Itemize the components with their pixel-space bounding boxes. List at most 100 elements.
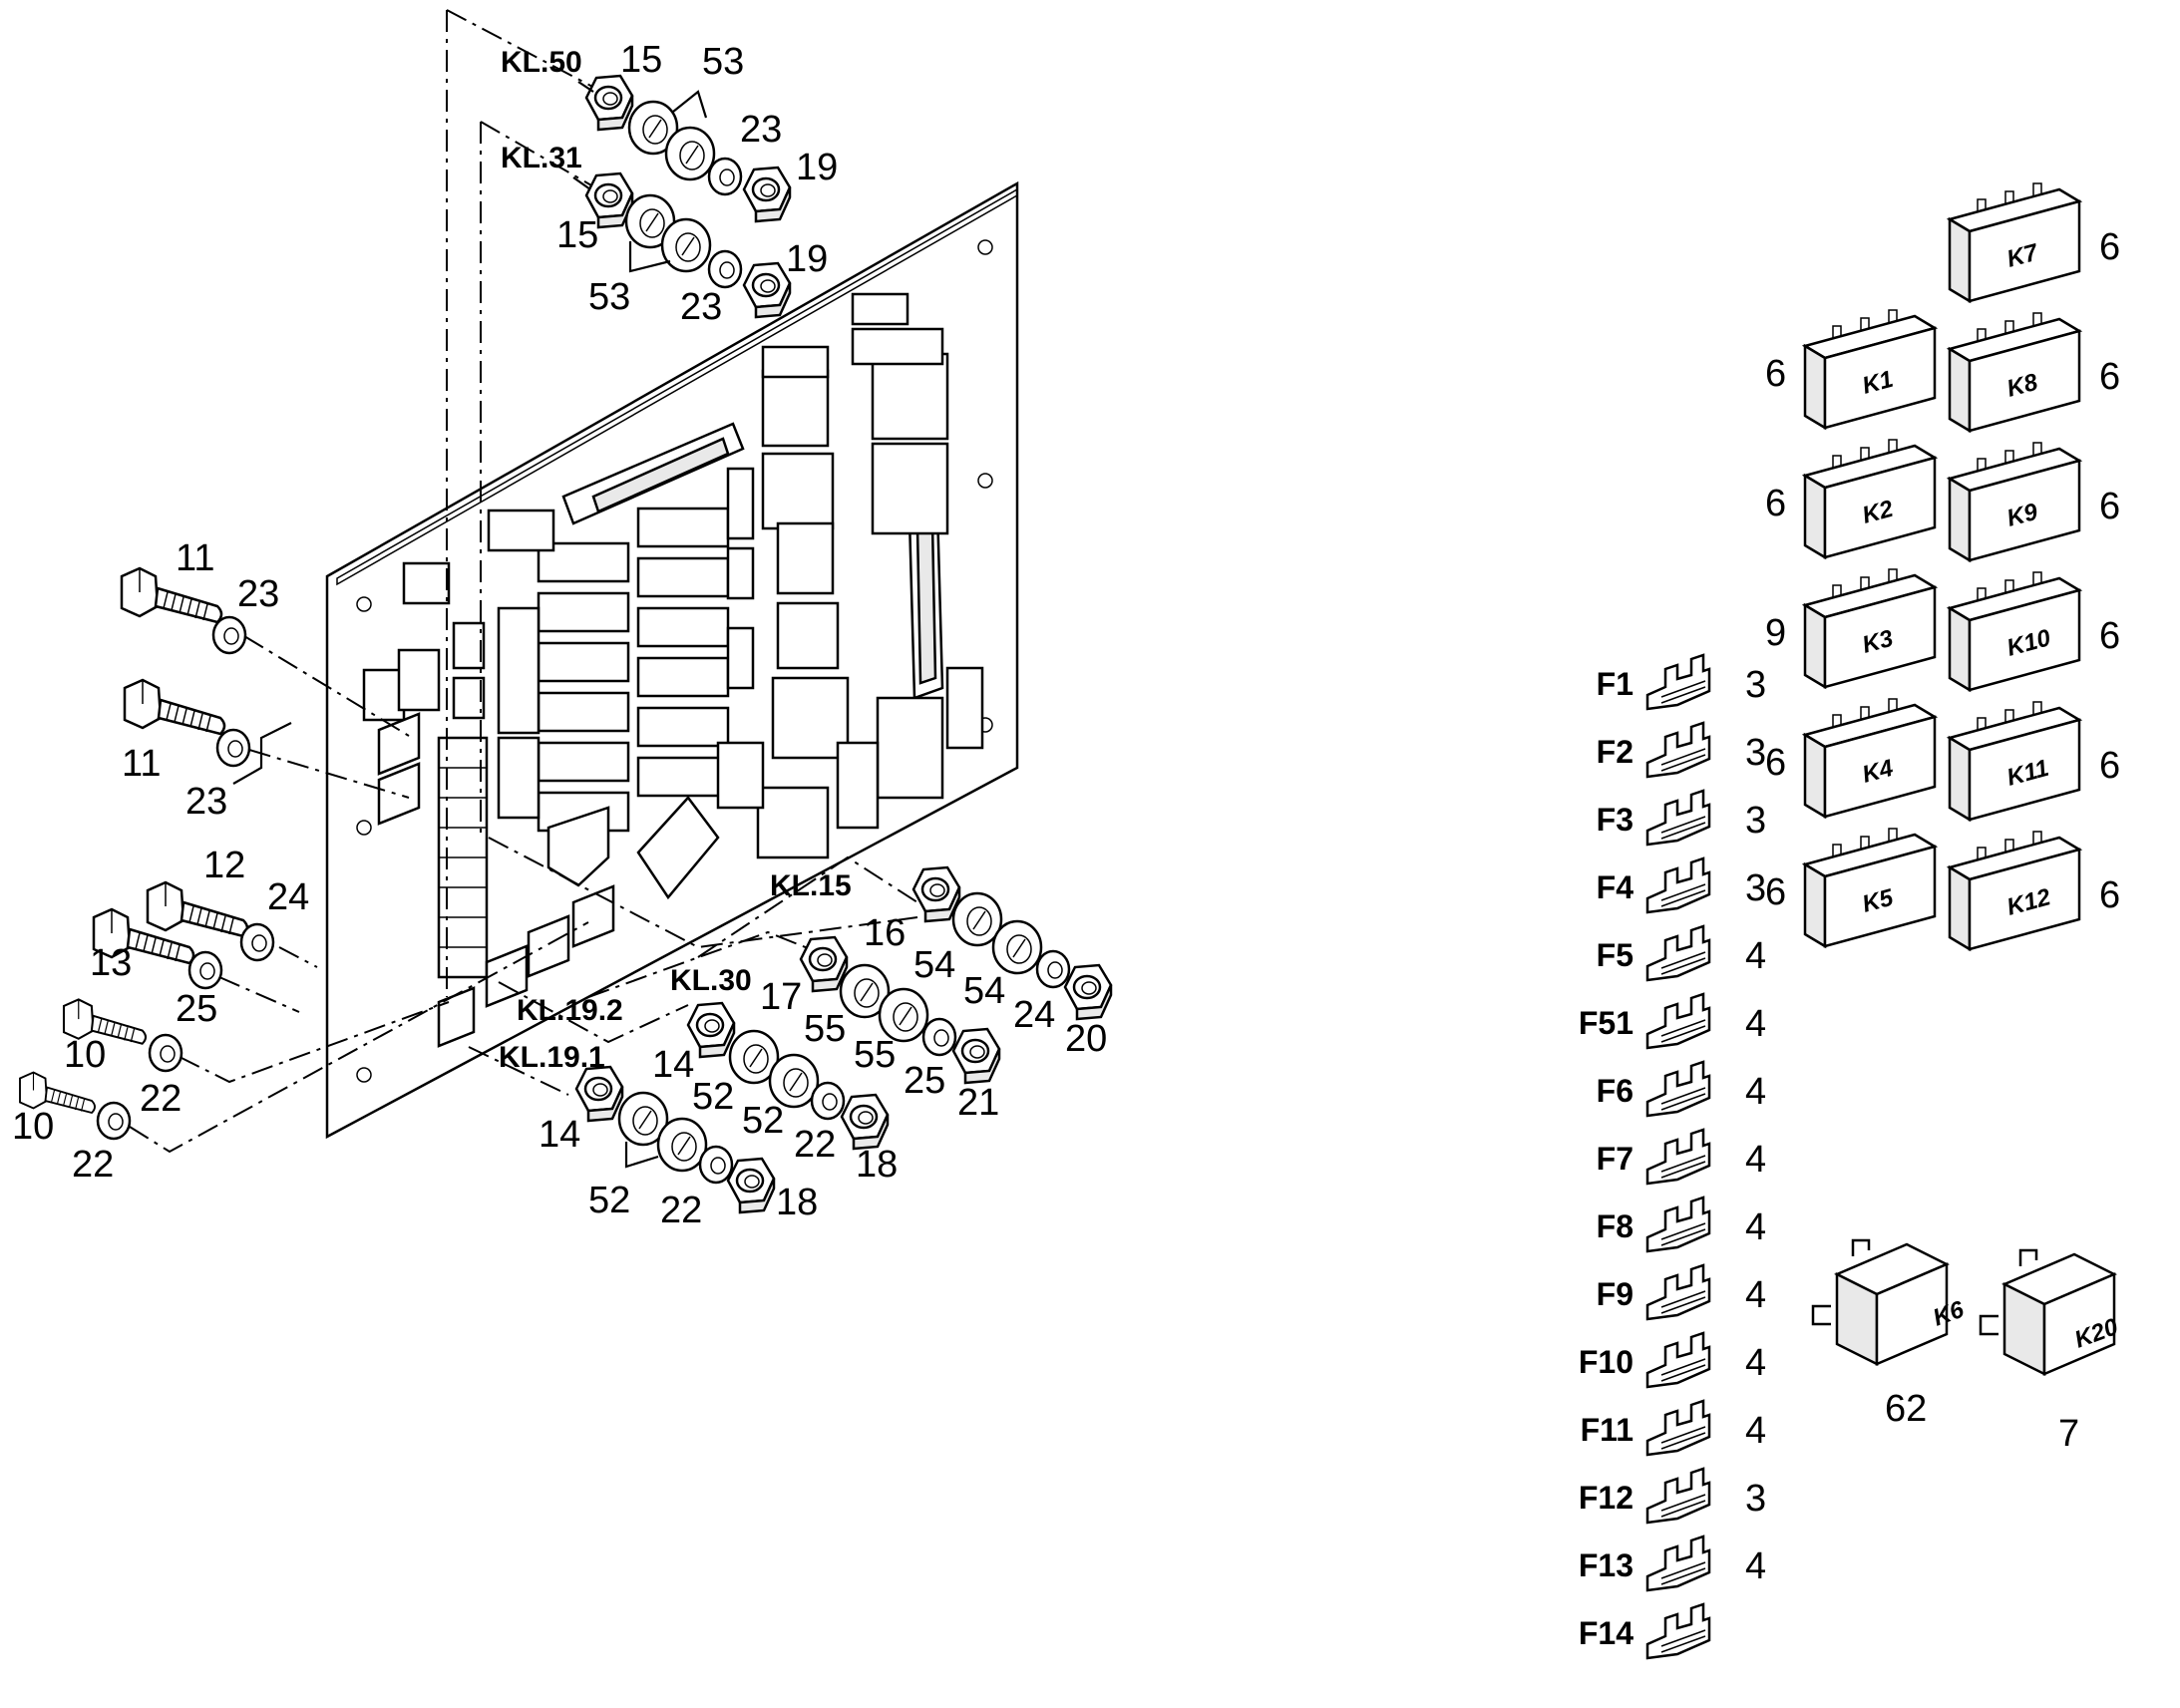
callout: 10: [12, 1106, 54, 1148]
callout: 54: [963, 970, 1005, 1012]
kl15-end-nut: [1063, 963, 1113, 1021]
fuse-qty: 4: [1745, 1003, 1766, 1045]
kl192-lock-washer: [810, 1081, 846, 1121]
kl31-insulating-washer: [660, 217, 712, 273]
fuse-label: F10: [1579, 1344, 1634, 1380]
fuse-label: F13: [1579, 1547, 1634, 1583]
relay-qty: 6: [2099, 486, 2120, 527]
relay-icon: [1948, 181, 2081, 303]
callout: 55: [804, 1008, 846, 1050]
blade-fuse-icon: [1645, 1128, 1711, 1186]
relay-item: K16: [1765, 308, 1937, 430]
blade-fuse-icon: [1645, 1196, 1711, 1253]
callout: 23: [680, 286, 722, 328]
relay-qty: 6: [1765, 742, 1786, 784]
assembly-leader-lines: [129, 9, 918, 1154]
callout: 14: [539, 1114, 580, 1156]
callout: 53: [702, 41, 744, 83]
fuse-qty: 4: [1745, 1545, 1766, 1587]
washer-25: [187, 950, 223, 990]
relay-icon: [1803, 827, 1937, 948]
callout: 23: [237, 573, 279, 615]
relay-item: K39: [1765, 567, 1937, 689]
kl191-end-nut: [726, 1157, 776, 1214]
fuse-item: F9 4: [1597, 1263, 1766, 1321]
blade-fuse-icon: [1645, 1602, 1711, 1660]
callout: 52: [742, 1100, 784, 1142]
label-kl50: KL.50: [501, 46, 582, 79]
blade-fuse-icon: [1645, 924, 1711, 982]
kl30-lock-washer: [921, 1017, 957, 1057]
fuse-label: F8: [1597, 1208, 1634, 1244]
power-relay-k20: K20 7: [1979, 1248, 2122, 1455]
kl15-insulating-washer: [991, 919, 1043, 975]
power-relay-qty: 62: [1885, 1388, 1927, 1430]
blade-fuse-icon: [1645, 992, 1711, 1050]
label-kl192: KL.19.2: [517, 994, 623, 1027]
fuse-qty: 3: [1745, 664, 1766, 706]
callout: 13: [90, 942, 132, 984]
fuse-qty: 4: [1745, 1274, 1766, 1316]
washer-23-lower: [215, 728, 251, 768]
relay-qty: 6: [2099, 874, 2120, 916]
callout: 24: [267, 876, 309, 918]
callout: 23: [740, 109, 782, 151]
circuit-board: [325, 180, 1019, 1140]
callout: 55: [854, 1034, 896, 1076]
blade-fuse-icon: [1645, 1060, 1711, 1118]
callout: 16: [864, 912, 906, 954]
relay-icon: [1803, 567, 1937, 689]
callout: 25: [176, 988, 217, 1030]
callout: 54: [913, 944, 955, 986]
blade-fuse-icon: [1645, 1535, 1711, 1592]
callout: 15: [620, 39, 662, 81]
kl50-end-nut: [742, 166, 792, 223]
callout: 10: [64, 1034, 106, 1076]
fuse-qty: 4: [1745, 935, 1766, 977]
relay-qty: 6: [1765, 353, 1786, 395]
callout: 21: [957, 1082, 999, 1124]
dsub-connector-top: [561, 422, 745, 525]
callout: 22: [660, 1190, 702, 1231]
fuse-qty: 4: [1745, 1410, 1766, 1452]
callout: 22: [794, 1124, 836, 1166]
callout: 52: [588, 1180, 630, 1221]
label-kl15: KL.15: [770, 869, 852, 902]
fuse-label: F5: [1597, 937, 1634, 973]
bolt-11-lower: [123, 678, 226, 736]
relay-icon: [1948, 441, 2081, 562]
callout: 23: [185, 781, 227, 823]
relay-qty: 6: [1765, 483, 1786, 524]
power-relay-qty: 7: [2058, 1413, 2079, 1455]
fuse-label: F12: [1579, 1480, 1634, 1516]
label-kl191: KL.19.1: [499, 1041, 605, 1074]
bolt-12: [146, 880, 249, 938]
callout: 17: [760, 976, 802, 1018]
callout: 24: [1013, 994, 1055, 1036]
callout: 14: [652, 1044, 694, 1086]
fuse-qty: 4: [1745, 1139, 1766, 1181]
blade-fuse-icon: [1645, 1399, 1711, 1457]
kl31-hardware-stack: [572, 171, 792, 319]
relay-qty: 6: [1765, 871, 1786, 913]
relay-icon: [1948, 700, 2081, 822]
fuse-item: F5 4: [1597, 924, 1766, 982]
callout-numbers: 15 53 23 19 15 53 23 19 11 23 11 23 12 2…: [12, 39, 1107, 1231]
callout: 11: [122, 743, 161, 785]
relay-qty: 6: [2099, 745, 2120, 787]
blade-fuse-icon: [1645, 1263, 1711, 1321]
kl191-hardware-stack: [574, 1065, 776, 1214]
fuse-label: F2: [1597, 734, 1634, 770]
kl192-end-nut: [840, 1093, 890, 1151]
fuse-label: F9: [1597, 1276, 1634, 1312]
